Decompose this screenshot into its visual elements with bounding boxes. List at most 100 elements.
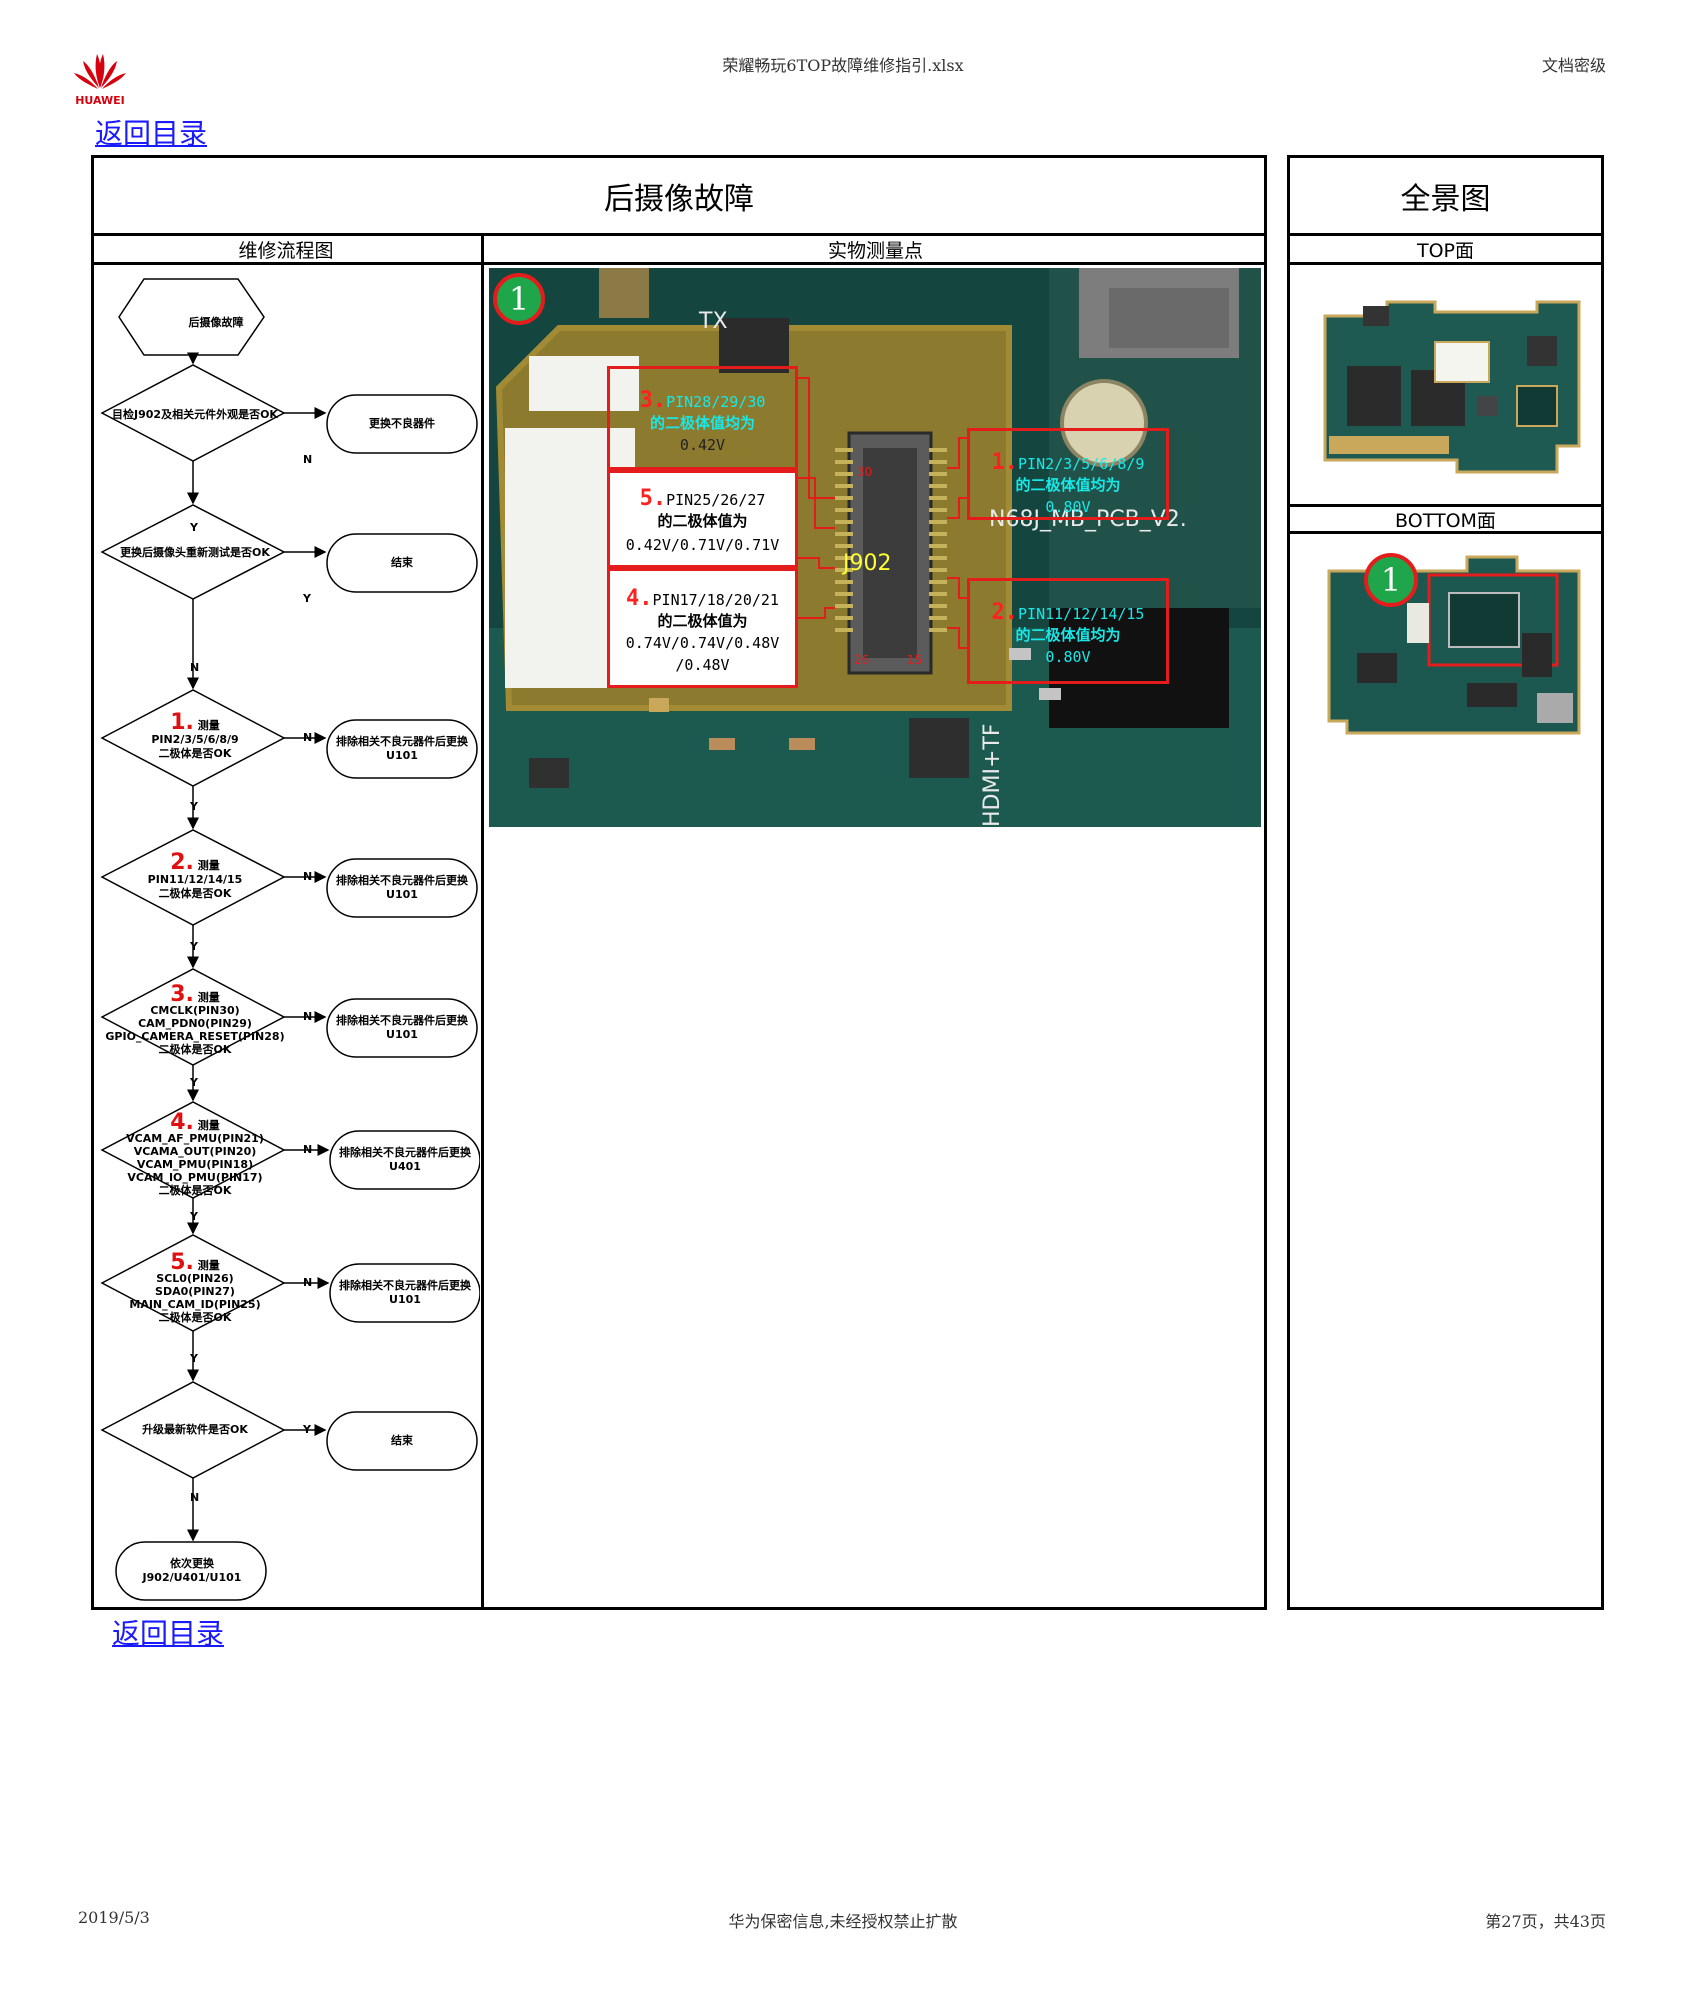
- step5-label: 5. 测量 SCL0(PIN26) SDA0(PIN27) MAIN_CAM_I…: [102, 1240, 288, 1340]
- no-label: N: [190, 661, 200, 674]
- yes-label: Y: [190, 1210, 198, 1223]
- footer-date: 2019/5/3: [78, 1908, 150, 1927]
- step3-question: 二极体是否OK: [158, 1043, 232, 1056]
- yes-label: Y: [303, 592, 311, 605]
- step4-number: 4.: [170, 1109, 194, 1135]
- silk-tx: TX: [698, 309, 728, 334]
- panorama-table-frame: [1287, 155, 1604, 1610]
- action-u101-2-node: [326, 858, 478, 918]
- no-label: N: [303, 1010, 313, 1023]
- yes-label: Y: [190, 800, 198, 813]
- top-side-header: TOP面: [1416, 239, 1475, 262]
- no-label: N: [303, 1143, 313, 1156]
- end2-node: [326, 1411, 478, 1471]
- yes-label: Y: [190, 1352, 198, 1365]
- action1-node: [326, 394, 478, 454]
- step1-pins: PIN2/3/5/6/8/9: [151, 732, 239, 746]
- footer-confidential: 华为保密信息,未经授权禁止扩散: [728, 1912, 958, 1931]
- back-to-contents-link[interactable]: 返回目录: [95, 117, 208, 150]
- step5-signal-1: SCL0(PIN26): [156, 1272, 234, 1285]
- end1-label: 结束: [391, 556, 413, 569]
- annotation-pin25-27: 5.PIN25/26/27 的二极体值为 0.42V/0.71V/0.71V: [607, 470, 798, 568]
- action-u101-2-label: 排除相关不良元器件后更换U101: [336, 874, 468, 901]
- action1-label: 更换不良器件: [369, 417, 435, 430]
- document-title: 荣耀畅玩6TOP故障维修指引.xlsx: [722, 56, 964, 75]
- main-table-frame: [91, 155, 1267, 1610]
- table-title: 后摄像故障: [604, 181, 754, 217]
- software-check-label: 升级最新软件是否OK: [142, 1423, 248, 1436]
- step3-number: 3.: [170, 982, 194, 1007]
- no-label: N: [190, 1491, 200, 1504]
- step5-question: 二极体是否OK: [158, 1311, 232, 1324]
- end2-label: 结束: [391, 1434, 413, 1447]
- step4-label: 4. 测量 VCAM_AF_PMU(PIN21) VCAMA_OUT(PIN20…: [102, 1100, 288, 1212]
- annotation-pin2-9: 1.PIN2/3/5/6/8/9 的二极体值均为 0.80V: [967, 428, 1169, 520]
- back-to-contents-link-bottom[interactable]: 返回目录: [112, 1617, 225, 1650]
- action-u101-4-label: 排除相关不良元器件后更换U101: [339, 1279, 471, 1306]
- step2-label: 2. 测量 PIN11/12/14/15 二极体是否OK: [120, 840, 270, 916]
- action-u401-node: [329, 1130, 480, 1190]
- pin-30-label: 30: [857, 465, 872, 479]
- final-node: [115, 1541, 267, 1601]
- action-u101-4-node: [329, 1263, 480, 1323]
- action-u101-3-node: [326, 998, 478, 1058]
- bottom-side-board-image: 1: [1317, 553, 1585, 745]
- check2-label: 更换后摄像头重新测试是否OK: [120, 546, 270, 559]
- step5-measure: 测量: [197, 1259, 220, 1272]
- step2-pins: PIN11/12/14/15: [147, 872, 243, 886]
- yes-label: Y: [303, 1423, 311, 1436]
- pin-15-label: 15: [907, 653, 922, 667]
- panorama-title: 全景图: [1400, 181, 1491, 217]
- step1-measure: 测量: [197, 718, 220, 732]
- final-label: 依次更换J902/U401/U101: [142, 1557, 242, 1584]
- action-u401-label: 排除相关不良元器件后更换U401: [339, 1146, 471, 1173]
- step4-signal-2: VCAMA_OUT(PIN20): [133, 1144, 257, 1158]
- step5-signal-3: MAIN_CAM_ID(PIN25): [129, 1298, 261, 1311]
- step1-question: 二极体是否OK: [158, 746, 232, 760]
- flowchart-diagram: [100, 278, 480, 1601]
- step5-signal-2: SDA0(PIN27): [155, 1285, 235, 1298]
- security-level: 文档密级: [1541, 56, 1606, 75]
- step3-signal-2: CAM_PDN0(PIN29): [138, 1017, 252, 1030]
- check1-label: 目检J902及相关元件外观是否OK: [112, 408, 278, 421]
- huawei-logo-icon: [74, 54, 126, 89]
- connector-label: J902: [841, 551, 891, 576]
- action-u101-1-node: [326, 719, 478, 779]
- no-label: N: [303, 870, 313, 883]
- step2-question: 二极体是否OK: [158, 886, 232, 900]
- step1-number: 1.: [170, 709, 194, 735]
- location-marker-1: 1: [493, 273, 545, 325]
- step3-measure: 测量: [197, 991, 220, 1004]
- annotation-pin11-15: 2.PIN11/12/14/15 的二极体值均为 0.80V: [967, 578, 1169, 684]
- step1-label: 1. 测量 PIN2/3/5/6/8/9 二极体是否OK: [120, 700, 270, 776]
- step4-signal-1: VCAM_AF_PMU(PIN21): [126, 1131, 264, 1145]
- bottom-side-header: BOTTOM面: [1395, 509, 1496, 532]
- step5-number: 5.: [170, 1250, 194, 1275]
- step4-signal-4: VCAM_IO_PMU(PIN17): [127, 1170, 263, 1184]
- step2-measure: 测量: [197, 858, 220, 872]
- yes-label: N: [303, 453, 313, 466]
- footer-page-number: 第27页，共43页: [1485, 1912, 1606, 1931]
- no-label: N: [303, 1276, 313, 1289]
- location-marker-1-panorama: 1: [1364, 553, 1418, 607]
- huawei-logo: HUAWEI: [70, 48, 130, 107]
- step3-signal-1: CMCLK(PIN30): [150, 1004, 240, 1017]
- end1-node: [326, 533, 478, 593]
- measurement-header: 实物测量点: [827, 239, 923, 262]
- pcb-board-drawing: TX N68J_MB_PCB_V2. HDMI+TF J902 30 26 15: [489, 268, 1261, 827]
- flowchart-header: 维修流程图: [238, 239, 334, 262]
- yes-label: Y: [190, 940, 198, 953]
- annotation-pin17-21: 4.PIN17/18/20/21 的二极体值为 0.74V/0.74V/0.48…: [607, 568, 798, 688]
- measurement-photo: TX N68J_MB_PCB_V2. HDMI+TF J902 30 26 15…: [489, 268, 1261, 827]
- yes-label: Y: [190, 521, 198, 534]
- no-label: N: [303, 731, 313, 744]
- pin-26-label: 26: [854, 653, 869, 667]
- top-side-board-image: [1317, 296, 1585, 474]
- start-node: [118, 278, 265, 356]
- silk-hdmi: HDMI+TF: [980, 724, 1005, 827]
- annotation-pin28-30: 3.PIN28/29/30 的二极体值均为 0.42V: [607, 366, 798, 470]
- action-u101-3-label: 排除相关不良元器件后更换U101: [336, 1014, 468, 1041]
- start-label: 后摄像故障: [188, 316, 244, 329]
- step4-measure: 测量: [197, 1118, 220, 1132]
- yes-label: Y: [190, 1076, 198, 1089]
